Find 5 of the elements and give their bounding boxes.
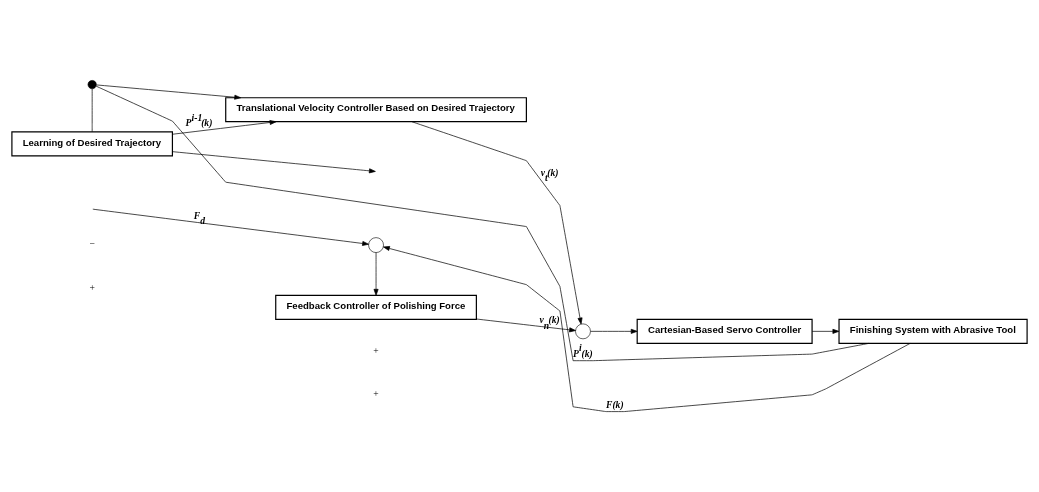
label: + xyxy=(373,388,379,400)
edge-label: F(k) xyxy=(606,398,624,410)
label: + xyxy=(89,281,95,293)
label: + xyxy=(373,344,379,356)
label: − xyxy=(89,238,95,250)
